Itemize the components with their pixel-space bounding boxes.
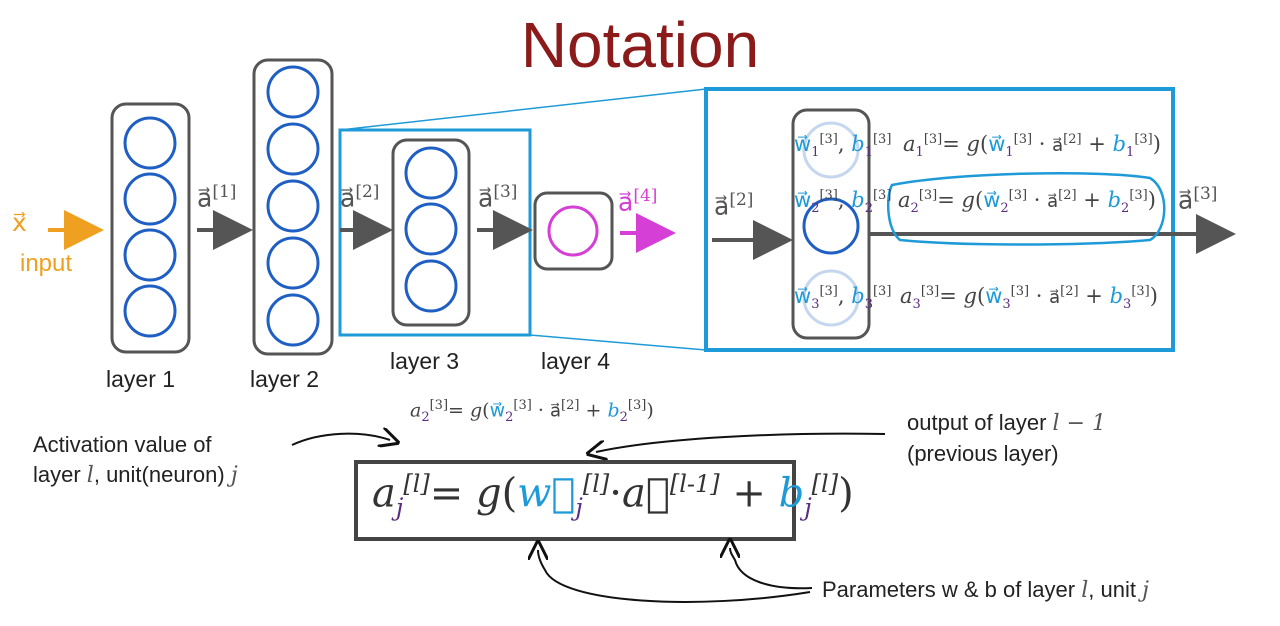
a2-label: a⃗[2] — [340, 182, 380, 213]
unit-1-equation: a1[3]= g(w⃗1[3] · a⃗[2] + b1[3]) — [903, 132, 1161, 161]
example-equation: a2[3]= g(w⃗2[3] · a⃗[2] + b2[3]) — [410, 398, 654, 426]
zoom-neurons-faded — [802, 121, 860, 327]
unit-3-params: w⃗3[3], b3[3] — [794, 284, 892, 313]
layer-4-box — [533, 191, 614, 271]
layer-2-box — [252, 58, 334, 356]
activation-arrow — [291, 434, 390, 445]
layer-3-box — [391, 138, 471, 327]
layer-2-neurons — [266, 65, 320, 347]
output-note: output of layer l − 1 (previous layer) — [907, 410, 1106, 466]
input-vector: x⃗ — [12, 208, 27, 237]
layer-1-neurons — [123, 116, 177, 338]
general-equation: aj[l]= g(w⃗j[l]·a⃗[l-1] + bj[l]) — [372, 470, 854, 522]
unit-2-params: w⃗2[3], b2[3] — [794, 188, 892, 217]
input-label: input — [20, 250, 73, 277]
general-equation-box — [354, 460, 796, 541]
unit-3-equation: a3[3]= g(w⃗3[3] · a⃗[2] + b3[3]) — [900, 284, 1158, 313]
a1-label: a⃗[1] — [197, 182, 237, 213]
layer-3-highlight — [338, 128, 532, 337]
layer-1-label: layer 1 — [106, 366, 176, 392]
a4-label: a⃗[4] — [618, 186, 658, 217]
zoom-panel — [704, 87, 1175, 352]
zoom-neuron-2 — [802, 197, 860, 255]
activation-note: Activation value of layer l, unit(neuron… — [33, 432, 238, 488]
layer-3-label: layer 3 — [390, 348, 460, 374]
layer-2-label: layer 2 — [250, 366, 320, 392]
unit-1-params: w⃗1[3], b1[3] — [794, 132, 892, 161]
zoom-line-bottom — [529, 334, 707, 351]
a3-label: a⃗[3] — [478, 182, 518, 213]
output-neuron — [547, 205, 599, 257]
zoom-output-label: a⃗[3] — [1178, 184, 1218, 215]
layer-3-neurons — [404, 146, 458, 313]
output-prev-arrow — [596, 432, 886, 452]
zoom-line-top — [339, 88, 707, 131]
params-arrow-w — [538, 550, 811, 603]
page-title: Notation — [520, 9, 760, 81]
params-arrow-b — [730, 548, 813, 590]
zoom-layer-box — [791, 108, 871, 340]
layer-1-box — [110, 102, 191, 354]
zoom-input-label: a⃗[2] — [714, 190, 754, 221]
unit-2-equation: a2[3]= g(w⃗2[3] · a⃗[2] + b2[3]) — [898, 188, 1156, 217]
layer-4-label: layer 4 — [541, 348, 611, 374]
params-note: Parameters w & b of layer l, unit j — [822, 577, 1149, 603]
unit-2-highlight — [886, 172, 1166, 246]
